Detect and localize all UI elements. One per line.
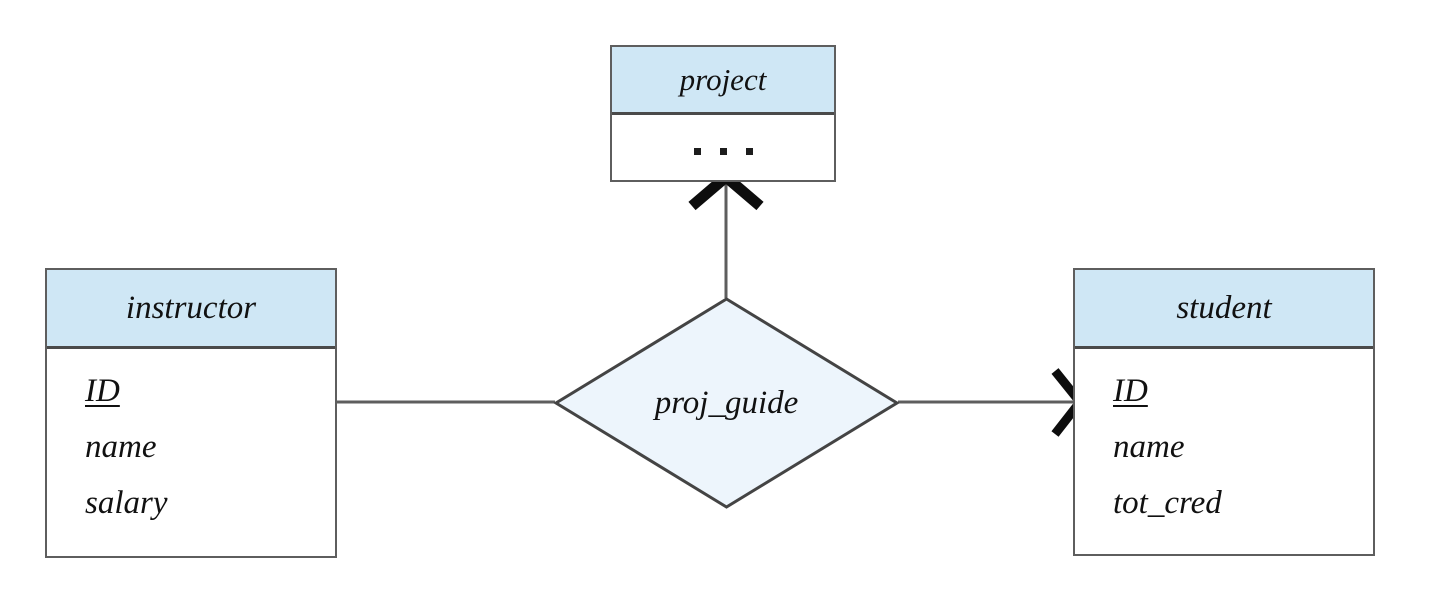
relationship-proj-guide[interactable]: proj_guide <box>553 296 900 510</box>
attribute-student-tot-cred: tot_cred <box>1113 485 1222 521</box>
attribute-instructor-name: name <box>85 429 157 465</box>
attribute-student-id: ID <box>1113 373 1148 409</box>
entity-student-attributes: ID name tot_cred <box>1075 349 1373 554</box>
entity-student[interactable]: student ID name tot_cred <box>1073 268 1375 556</box>
entity-project[interactable]: project <box>610 45 836 182</box>
entity-instructor-title: instructor <box>47 270 335 349</box>
entity-instructor[interactable]: instructor ID name salary <box>45 268 337 558</box>
diamond-shape <box>553 297 900 509</box>
entity-instructor-attributes: ID name salary <box>47 349 335 556</box>
attribute-instructor-id: ID <box>85 373 120 409</box>
entity-project-title: project <box>612 47 834 115</box>
attribute-instructor-salary: salary <box>85 485 168 521</box>
relationship-proj-guide-label: proj_guide <box>654 384 799 421</box>
entity-project-attributes <box>612 115 834 180</box>
ellipsis-icon <box>693 148 753 155</box>
attribute-student-name: name <box>1113 429 1185 465</box>
entity-student-title: student <box>1075 270 1373 349</box>
